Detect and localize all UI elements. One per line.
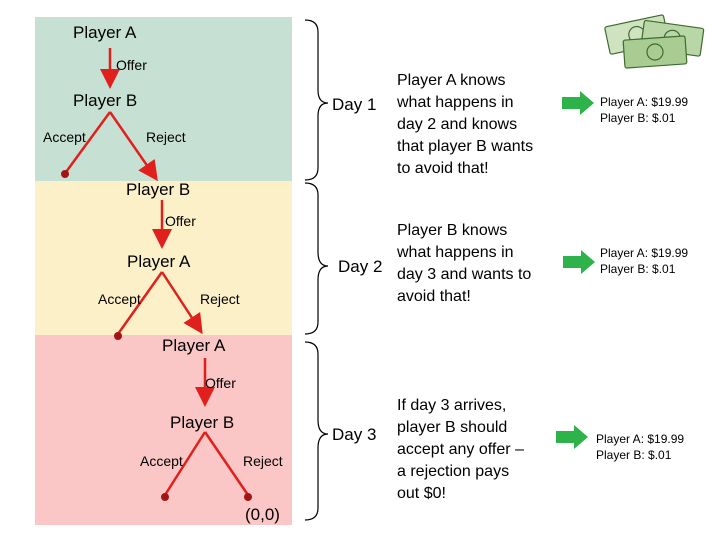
day1-payoff: Player A: $19.99 Player B: $.01 <box>600 94 688 126</box>
day1-accept-label: Accept <box>43 129 86 145</box>
day1-note-line: that player B wants <box>397 138 534 155</box>
day2-payoff-a: Player A: $19.99 <box>600 246 689 260</box>
day3-brace <box>304 341 329 521</box>
day2-brace <box>304 182 329 335</box>
day2-proposer-label: Player B <box>126 180 191 199</box>
day2-responder-label: Player A <box>127 252 191 271</box>
day3-label: Day 3 <box>332 425 377 444</box>
day3-payoff-b: Player B: $.01 <box>596 448 672 462</box>
day3-accept-node <box>161 493 169 501</box>
day3-note-line: out $0! <box>397 485 446 502</box>
day3-note-line: accept any offer – <box>397 441 524 458</box>
day1-note-line: to avoid that! <box>397 160 489 177</box>
day2-arrow-icon <box>563 250 595 274</box>
day1-payoff-b: Player B: $.01 <box>600 111 676 125</box>
day1-proposer-label: Player A <box>73 23 137 42</box>
day1-offer-label: Offer <box>116 57 147 73</box>
day1-label: Day 1 <box>332 95 377 114</box>
day1-arrow-icon <box>562 91 594 115</box>
day1-band <box>35 17 292 181</box>
day3-proposer-label: Player A <box>162 336 226 355</box>
day2-reject-edge <box>160 271 203 335</box>
day1-payoff-a: Player A: $19.99 <box>600 95 689 109</box>
day2-note: Player B knows what happens in day 3 and… <box>397 220 531 308</box>
day2-note-line: day 3 and wants to <box>397 266 532 283</box>
day1-accept-node <box>61 170 69 178</box>
day3-reject-node <box>244 493 252 501</box>
day1-brace <box>304 19 329 181</box>
day2-note-line: what happens in <box>397 244 514 261</box>
day3-payoff-a: Player A: $19.99 <box>596 432 685 446</box>
day2-offer-label: Offer <box>165 213 196 229</box>
day2-note-line: Player B knows <box>397 222 508 239</box>
day3-note-line: a rejection pays <box>397 463 510 480</box>
day3-accept-edge <box>163 431 207 496</box>
day3-payoff: Player A: $19.99 Player B: $.01 <box>596 431 684 463</box>
day3-note: If day 3 arrives, player B should accept… <box>397 395 524 505</box>
day1-note: Player A knows what happens in day 2 and… <box>397 70 533 180</box>
day2-accept-label: Accept <box>98 291 141 307</box>
day1-accept-edge <box>64 111 112 173</box>
day1-reject-label: Reject <box>146 129 186 145</box>
day1-note-line: day 2 and knows <box>397 116 518 133</box>
money-bills-icon <box>604 14 705 69</box>
day2-accept-node <box>114 332 122 340</box>
day1-note-line: what happens in <box>397 94 514 111</box>
day1-responder-label: Player B <box>73 91 138 110</box>
day3-offer-label: Offer <box>205 375 236 391</box>
day3-note-line: player B should <box>397 419 508 436</box>
day3-arrow-icon <box>556 425 588 449</box>
day3-responder-label: Player B <box>170 413 235 432</box>
day1-reject-edge <box>108 111 158 182</box>
day2-accept-edge <box>116 271 164 335</box>
day2-band <box>35 181 292 335</box>
day3-note-line: If day 3 arrives, <box>397 397 507 414</box>
day2-reject-label: Reject <box>200 291 240 307</box>
day2-label: Day 2 <box>338 257 383 276</box>
day3-terminal-payoff: (0,0) <box>245 505 280 524</box>
day2-note-line: avoid that! <box>397 288 471 305</box>
day2-payoff-b: Player B: $.01 <box>600 262 676 276</box>
day2-payoff: Player A: $19.99 Player B: $.01 <box>600 245 688 277</box>
day1-note-line: Player A knows <box>397 72 506 89</box>
day3-reject-edge <box>203 431 250 496</box>
day3-accept-label: Accept <box>140 453 183 469</box>
day3-reject-label: Reject <box>243 453 283 469</box>
